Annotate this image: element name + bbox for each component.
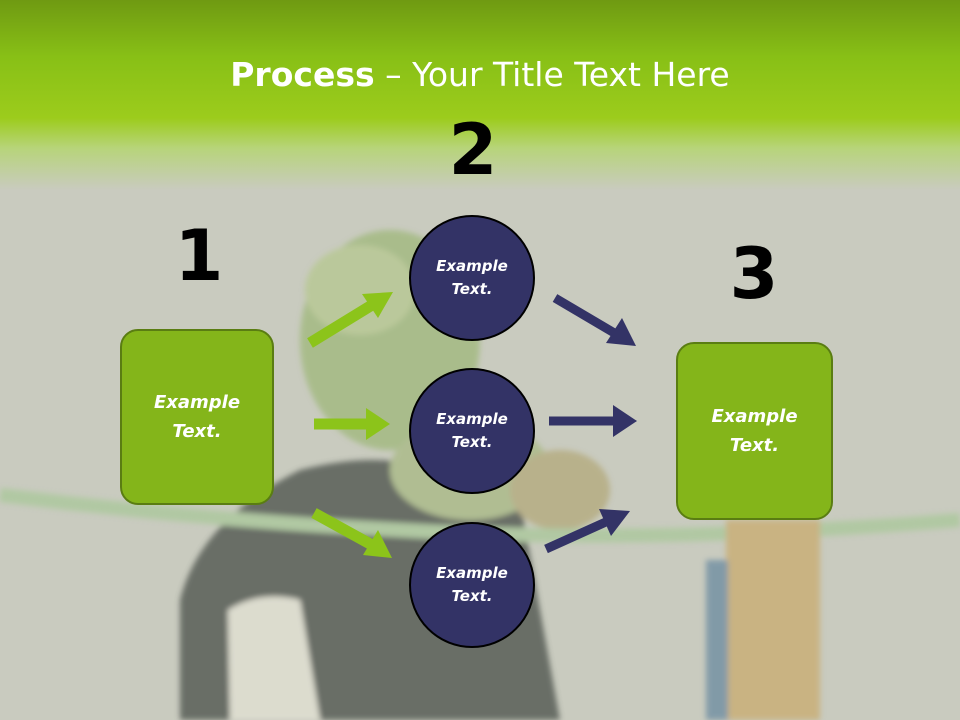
slide-title: Process – Your Title Text Here: [0, 52, 960, 98]
arrow-right-icon: [314, 408, 390, 440]
arrow-down-right-icon: [311, 508, 392, 558]
step-1-box: Example Text.: [120, 329, 274, 505]
step-number-2: 2: [448, 109, 498, 191]
step-1-label: Example Text.: [153, 392, 241, 442]
arrow-right-icon: [549, 405, 637, 437]
header-band: [0, 0, 960, 190]
step-number-3: 3: [729, 233, 779, 315]
step-2-circle-middle: Example Text.: [409, 368, 535, 494]
arrow-down-right-icon: [552, 294, 636, 346]
circle-label: Example Text.: [436, 564, 508, 605]
arrow-up-right-icon: [307, 292, 393, 348]
step-3-label: Example Text.: [711, 406, 798, 456]
title-rest: – Your Title Text Here: [374, 55, 730, 94]
step-number-1: 1: [174, 215, 224, 297]
step-2-circle-top: Example Text.: [409, 215, 535, 341]
arrow-up-right-icon: [544, 509, 630, 554]
circle-label: Example Text.: [436, 257, 508, 298]
step-2-circle-bottom: Example Text.: [409, 522, 535, 648]
circle-label: Example Text.: [436, 410, 508, 451]
title-bold: Process: [230, 55, 375, 94]
step-3-box: Example Text.: [676, 342, 833, 520]
